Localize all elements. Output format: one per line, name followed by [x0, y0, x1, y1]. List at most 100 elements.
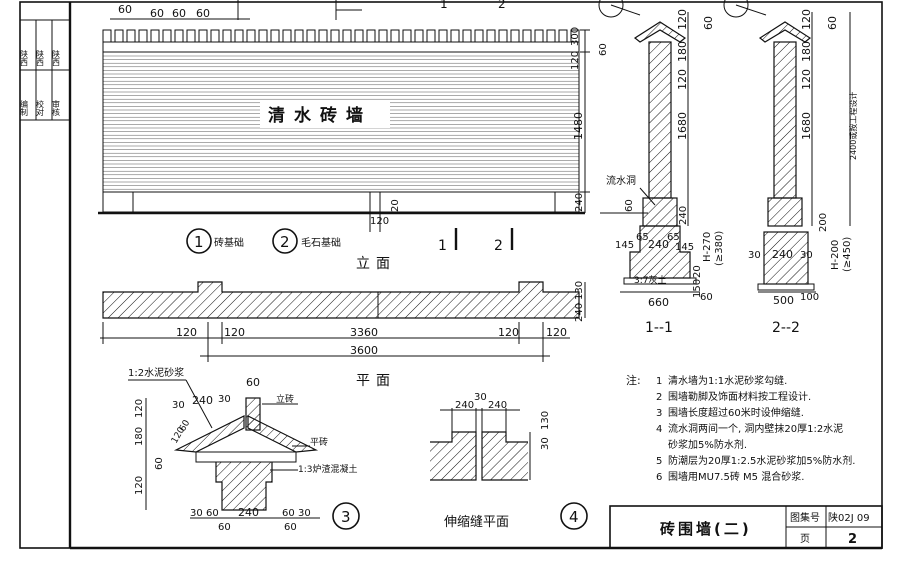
- detail3-top-dim-2: 30: [172, 400, 185, 411]
- coping-tooth: [426, 29, 436, 43]
- sec2-title: 2--2: [772, 320, 800, 336]
- plan-dim-5: 120: [546, 326, 567, 339]
- sec2-note: 2400或按工程设计: [848, 92, 858, 160]
- coping-tooth: [258, 29, 268, 43]
- coping-tooth: [450, 29, 460, 43]
- coping-tooth: [546, 29, 556, 43]
- wall-coping: [102, 29, 580, 43]
- coping-tooth: [162, 29, 172, 43]
- elev-dim-right-1: 120: [570, 51, 581, 70]
- coping-tooth: [414, 29, 424, 43]
- detail3-label-base: 1:3炉渣混凝土: [298, 463, 358, 475]
- detail3-bot-dim-1: 30: [190, 508, 203, 519]
- elev-dim-right-3: 60: [598, 43, 609, 56]
- coping-tooth: [114, 29, 124, 43]
- detail3-left-dim-3: 60: [154, 457, 165, 470]
- sec2-foot-dim-1: 500: [773, 294, 794, 307]
- plan-view: 130 240 120 120 3360 120 120 3600 平面: [100, 281, 586, 389]
- sec2-bot-dim-3: 30: [800, 250, 813, 261]
- plan-title: 平面: [356, 373, 396, 389]
- coping-tooth: [198, 29, 208, 43]
- sec1-dim-3: 120: [676, 69, 689, 90]
- coping-tooth: [558, 29, 568, 43]
- plan-dim-1: 120: [176, 326, 197, 339]
- foundation-2-num: 2: [280, 233, 290, 251]
- note-number: 6: [656, 472, 662, 483]
- sec2-bot-dim-2: 240: [772, 248, 793, 261]
- detail4-top-dim-3: 240: [488, 400, 507, 411]
- detail3-num: 3: [341, 508, 351, 526]
- stamp-text-4: 陕西: [20, 49, 29, 67]
- coping-tooth: [282, 29, 292, 43]
- coping-tooth: [138, 29, 148, 43]
- sec1-dim-4: 60: [702, 16, 715, 30]
- plan-dim-3: 3360: [350, 326, 378, 339]
- notes-heading: 注:: [626, 373, 641, 387]
- coping-tooth: [222, 29, 232, 43]
- coping-tooth: [246, 29, 256, 43]
- coping-tooth: [306, 29, 316, 43]
- plan-dim-2: 120: [224, 326, 245, 339]
- coping-tooth: [342, 29, 352, 43]
- sec1-right-dim-3: 20: [692, 265, 703, 278]
- sec1-right-dim-1: H-270: [702, 232, 713, 262]
- note-number: 4: [656, 424, 662, 435]
- note-text: 防潮层为20厚1:2.5水泥砂浆加5%防水剂.: [668, 454, 855, 467]
- coping-tooth: [438, 29, 448, 43]
- elev-dim-small-2: 20: [390, 199, 401, 212]
- note-text: 砂浆加5%防水剂.: [668, 438, 747, 451]
- sec2-right-dim-2: (≥450): [842, 237, 853, 272]
- title-block: 砖围墙(二) 图集号 陕02J 09 页 2: [609, 505, 883, 549]
- note-number: 2: [656, 392, 662, 403]
- atlas-label: 图集号: [790, 511, 820, 524]
- sec1-dim-2: 180: [676, 41, 689, 62]
- detail3-top-dim-1: 60: [246, 376, 260, 389]
- detail3-bot-dim-5: 30: [298, 508, 311, 519]
- elev-dim-right-2: 300: [570, 27, 581, 46]
- coping-tooth: [210, 29, 220, 43]
- coping-tooth: [294, 29, 304, 43]
- sec1-base-label: 3:7灰土: [634, 274, 667, 286]
- detail3-top-dim-3: 240: [192, 394, 213, 407]
- note-number: 3: [656, 408, 662, 419]
- cut-mark-2: 2: [494, 238, 503, 254]
- detail4-num: 4: [569, 508, 579, 526]
- stamp-text-3: 审核: [52, 99, 61, 117]
- page-label: 页: [800, 533, 810, 545]
- sec1-right-dim-2: (≥380): [714, 231, 725, 266]
- plan-dim-right-2: 240: [574, 303, 585, 322]
- sec1-bot-dim-4: 65: [667, 232, 680, 243]
- coping-tooth: [402, 29, 412, 43]
- detail-4-expansion-joint: 240 30 240 130 30 伸缩缝平面 4: [430, 392, 588, 530]
- coping-tooth: [102, 29, 112, 43]
- plan-dim-4: 120: [498, 326, 519, 339]
- elev-dim-top-2: 60: [150, 7, 164, 20]
- elev-dim-top-1: 60: [118, 3, 132, 16]
- elev-dim-top-4: 60: [196, 7, 210, 20]
- detail3-label-li: 立砖: [276, 393, 294, 405]
- cut-mark-top-1: 1: [440, 0, 448, 11]
- sec2-foot-dim-2: 100: [800, 292, 819, 303]
- stamp-text-5: 陕西: [36, 49, 45, 67]
- detail4-right-dim-2: 30: [540, 437, 551, 450]
- elev-dim-right-4: 1480: [572, 112, 585, 140]
- sec1-title: 1--1: [645, 320, 673, 336]
- note-number: 5: [656, 456, 662, 467]
- detail3-bot-dim-2: 60: [206, 508, 219, 519]
- coping-tooth: [150, 29, 160, 43]
- note-text: 围墙长度超过60米时设伸缩缝.: [668, 406, 804, 419]
- detail3-label-ping: 平砖: [310, 436, 328, 448]
- sec2-bot-dim-1: 30: [748, 250, 761, 261]
- elevation-title: 立面: [356, 256, 396, 272]
- stamp-text-6: 陕西: [52, 49, 61, 67]
- foundation-1-label: 砖基础: [214, 236, 244, 249]
- detail4-top-dim-2: 30: [474, 392, 487, 403]
- note-text: 围墙勒脚及饰面材料按工程设计.: [668, 390, 811, 403]
- cut-mark-top-2: 2: [498, 0, 506, 11]
- sec1-bot-dim-1: 145: [615, 240, 634, 251]
- atlas-value: 陕02J 09: [828, 511, 870, 524]
- plan-dim-total: 3600: [350, 344, 378, 357]
- drawing-title: 砖围墙(二): [660, 520, 752, 538]
